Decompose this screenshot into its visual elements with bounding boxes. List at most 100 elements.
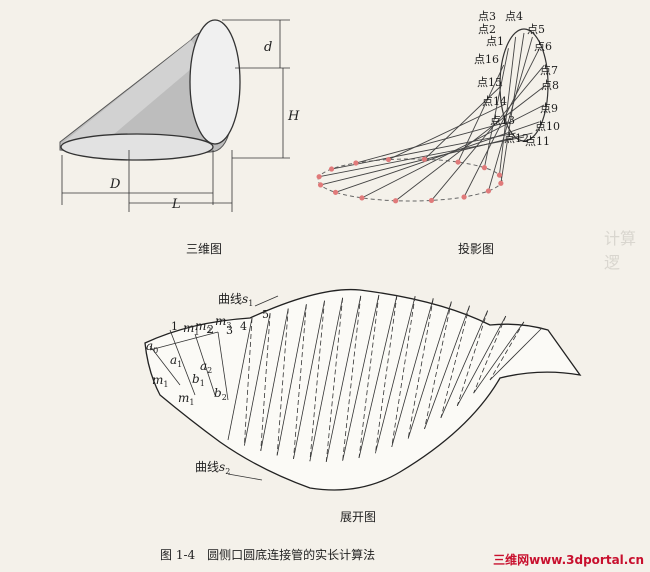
development-line bbox=[473, 321, 525, 394]
development-diagonal bbox=[391, 296, 416, 447]
development-line bbox=[456, 315, 507, 407]
top-ellipse bbox=[189, 19, 241, 145]
projection-line bbox=[431, 64, 545, 201]
development-line bbox=[309, 297, 344, 462]
num-4: 4 bbox=[240, 320, 247, 333]
projection-point-label: 点13 bbox=[490, 114, 515, 127]
projection-point-label: 点10 bbox=[535, 120, 560, 133]
caption-3d: 三维图 bbox=[186, 242, 223, 256]
bottom-point bbox=[496, 172, 503, 178]
projection-point-label: 点14 bbox=[482, 95, 507, 108]
development-diagonal bbox=[293, 304, 307, 459]
projection-line bbox=[457, 64, 505, 163]
development-line bbox=[391, 298, 434, 447]
bottom-point bbox=[485, 188, 492, 194]
caption-projection: 投影图 bbox=[458, 242, 495, 256]
projection-line bbox=[388, 104, 504, 160]
development-diagonal bbox=[374, 294, 398, 454]
label-m3: m3 bbox=[215, 314, 231, 330]
projection-point-label: 点5 bbox=[527, 23, 545, 36]
bottom-point bbox=[421, 156, 427, 162]
bottom-circle bbox=[317, 158, 503, 202]
num-3: 3 bbox=[226, 324, 233, 337]
development-line bbox=[227, 317, 253, 441]
bottom-point bbox=[498, 180, 504, 186]
development-diagonal bbox=[358, 294, 380, 459]
bottom-point bbox=[428, 197, 435, 204]
bottom-point bbox=[359, 195, 365, 201]
development-line bbox=[407, 301, 452, 439]
development-line bbox=[293, 300, 325, 460]
projection-line bbox=[335, 121, 540, 193]
bottom-point bbox=[455, 159, 461, 165]
label-b1: b1 bbox=[192, 372, 205, 388]
watermark: 三维网www.3dportal.cn bbox=[493, 551, 644, 568]
label-m2: m2 bbox=[195, 319, 211, 335]
bottom-point bbox=[481, 165, 488, 171]
label-a0: a0 bbox=[146, 339, 158, 355]
projection-line bbox=[488, 36, 533, 192]
projection-point-label: 点7 bbox=[540, 64, 558, 77]
projection-line bbox=[355, 121, 509, 164]
projection-point-label: 点3 bbox=[478, 10, 496, 23]
bottom-point bbox=[317, 182, 324, 188]
development-diagonal bbox=[342, 295, 362, 461]
caption-development: 展开图 bbox=[340, 510, 377, 524]
projection-point-label: 点15 bbox=[477, 76, 502, 89]
development-line bbox=[489, 327, 543, 381]
label-a2: a2 bbox=[200, 359, 212, 375]
num-2: 2 bbox=[207, 323, 214, 336]
label-b2: b2 bbox=[214, 386, 227, 402]
projection-point-label: 点12 bbox=[504, 132, 529, 145]
development-lines bbox=[227, 294, 543, 462]
development-diagonal bbox=[440, 305, 470, 419]
cone-shade bbox=[60, 40, 204, 146]
projection-line bbox=[483, 48, 509, 168]
num-1: 1 bbox=[171, 320, 178, 333]
development-diagonal bbox=[424, 301, 452, 430]
development-line bbox=[424, 305, 470, 430]
bottom-point bbox=[353, 160, 359, 166]
projection-line bbox=[319, 136, 525, 178]
base-ellipse bbox=[60, 133, 214, 161]
development-diagonal bbox=[276, 308, 289, 456]
development-line bbox=[374, 296, 416, 454]
development-line bbox=[325, 295, 362, 462]
development-line bbox=[243, 313, 271, 446]
label-a1: a1 bbox=[170, 353, 182, 369]
development-line bbox=[276, 304, 307, 456]
label-D: D bbox=[109, 177, 121, 192]
num-5: 5 bbox=[262, 308, 269, 321]
development-diagonal bbox=[260, 313, 271, 451]
development-diagonal bbox=[325, 297, 344, 462]
development-line bbox=[260, 308, 289, 451]
three-d-view: d H D L bbox=[59, 19, 300, 212]
bottom-point bbox=[328, 166, 335, 172]
label-H: H bbox=[287, 109, 300, 124]
background-heading: 计算逻 bbox=[604, 229, 637, 272]
projection-point-label: 点16 bbox=[474, 53, 499, 66]
projection-point-label: 点8 bbox=[541, 79, 559, 92]
development-diagonal bbox=[309, 300, 325, 462]
development-line bbox=[342, 294, 380, 461]
projection-line bbox=[499, 36, 517, 176]
development-diagonal bbox=[473, 315, 507, 394]
projection-line bbox=[424, 84, 503, 160]
projection-point-label: 点11 bbox=[525, 135, 550, 148]
projection-point-label: 点4 bbox=[505, 10, 523, 23]
bottom-point bbox=[393, 198, 399, 204]
label-m1-bottom: m1 bbox=[178, 391, 194, 407]
figure-caption: 图 1-4 圆侧口圆底连接管的实长计算法 bbox=[160, 548, 376, 562]
projection-point-label: 点1 bbox=[486, 35, 504, 48]
bottom-point bbox=[461, 194, 467, 200]
label-m1-left: m1 bbox=[152, 373, 168, 389]
development-line bbox=[440, 310, 488, 419]
projection-point-label: 点9 bbox=[540, 102, 558, 115]
development-diagonal bbox=[489, 321, 525, 381]
label-d: d bbox=[264, 40, 272, 55]
bottom-point bbox=[332, 189, 339, 195]
bottom-point bbox=[385, 156, 392, 163]
curve1-label: 曲线s1 bbox=[218, 292, 253, 308]
